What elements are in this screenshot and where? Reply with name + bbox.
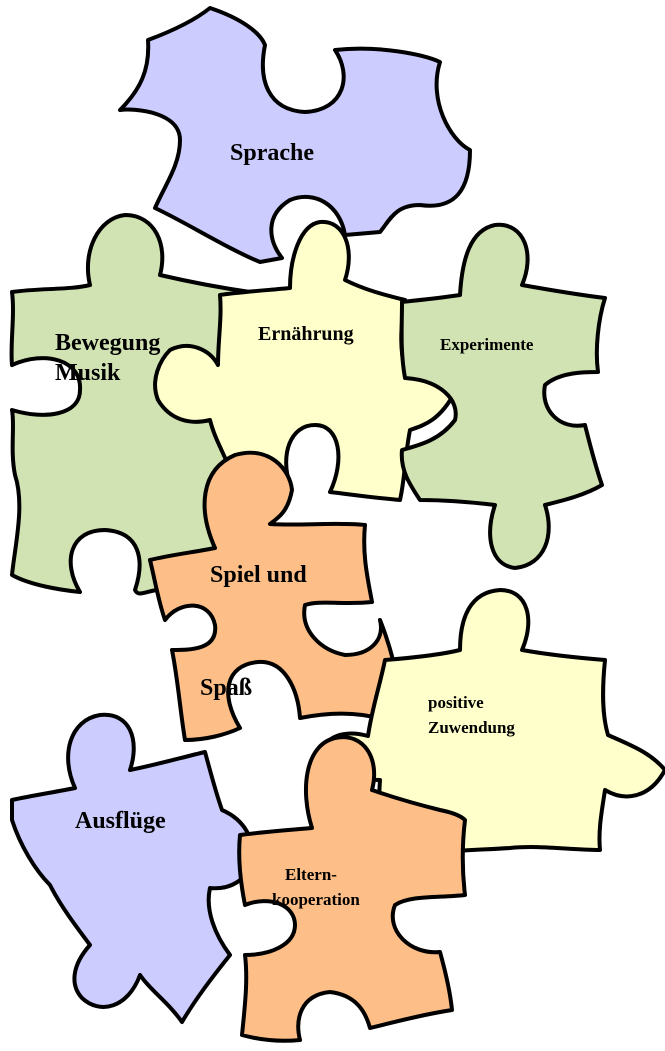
label-zuwendung-line1: positive [428,693,484,712]
puzzle-piece-ernaehrung-shape [153,219,457,502]
label-zuwendung-line2: Zuwendung [428,718,515,737]
label-ernaehrung: Ernährung [258,323,354,345]
label-bewegung-line2: Musik [55,360,121,386]
puzzle-piece-eltern-shape [237,735,467,1043]
label-experimente: Experimente [440,335,534,354]
label-eltern-line2: kooperation [272,890,360,909]
puzzle-piece-ausfluege-shape [10,712,255,1024]
label-eltern-line1: Eltern- [285,865,337,884]
puzzle-piece-ernaehrung: Ernährung [153,219,457,502]
puzzle-piece-spiel-shape [148,450,402,742]
label-sprache: Sprache [230,140,314,166]
puzzle-piece-sprache: Sprache [118,6,472,264]
label-bewegung-line1: Bewegung [55,330,160,356]
puzzle-piece-sprache-shape [118,6,472,264]
puzzle-piece-eltern: Eltern- kooperation [237,735,467,1043]
puzzle-piece-ausfluege: Ausflüge [10,712,255,1024]
label-spiel-line2: Spaß [200,675,252,701]
puzzle-piece-experimente-shape [399,222,607,570]
puzzle-piece-spiel: Spiel und Spaß [148,450,402,742]
puzzle-piece-experimente: Experimente [399,222,607,570]
label-ausfluege: Ausflüge [75,808,166,834]
label-spiel-line1: Spiel und [210,562,307,588]
